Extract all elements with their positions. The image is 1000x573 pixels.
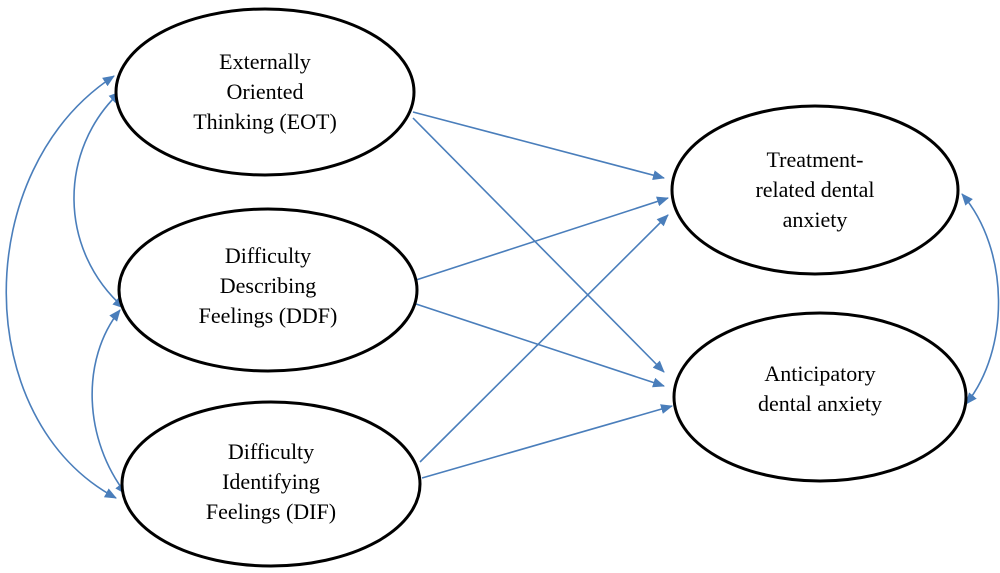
node-eot-line-3: Thinking (EOT) [193, 109, 337, 134]
path-ddf-to-anticipatory [415, 303, 665, 388]
correlation-eot-ddf [73, 91, 125, 309]
node-dif-label: Difficulty Identifying Feelings (DIF) [131, 432, 411, 532]
node-ddf-label: Difficulty Describing Feelings (DDF) [128, 236, 408, 336]
node-treatment-ellipse [670, 104, 960, 276]
path-dif-to-anticipatory [421, 404, 673, 479]
path-eot-to-anticipatory [412, 117, 665, 373]
node-ddf-line-1: Difficulty [224, 243, 312, 268]
node-dif-line-1: Difficulty [227, 439, 315, 464]
node-anticipatory-line-2: dental anxiety [757, 391, 882, 416]
node-dif-line-3: Feelings (DIF) [205, 499, 337, 524]
correlation-treatment-anticipatory [961, 193, 1000, 405]
node-ddf-line-3: Feelings (DDF) [198, 303, 338, 328]
path-eot-to-treatment [412, 111, 665, 181]
node-anticipatory-label: Anticipatory dental anxiety [680, 354, 960, 424]
path-ddf-to-treatment [415, 196, 669, 281]
node-anticipatory-line-1: Anticipatory [764, 361, 876, 386]
node-ddf-ellipse [117, 207, 419, 373]
node-treatment-line-3: anxiety [782, 207, 848, 232]
node-treatment-line-1: Treatment- [766, 147, 864, 172]
node-anticipatory-ellipse [672, 311, 968, 483]
correlation-ddf-dif [91, 309, 127, 495]
node-eot-line-2: Oriented [226, 79, 304, 104]
node-ddf-line-2: Describing [219, 273, 317, 298]
node-eot-line-1: Externally [219, 49, 311, 74]
node-treatment-label: Treatment- related dental anxiety [675, 140, 955, 240]
node-eot-ellipse [114, 7, 416, 177]
correlation-eot-dif [5, 75, 117, 499]
node-eot-label: Externally Oriented Thinking (EOT) [125, 42, 405, 142]
node-dif-line-2: Identifying [222, 469, 320, 494]
node-treatment-line-2: related dental [755, 177, 875, 202]
node-dif-ellipse [120, 400, 422, 568]
path-dif-to-treatment [419, 214, 669, 463]
